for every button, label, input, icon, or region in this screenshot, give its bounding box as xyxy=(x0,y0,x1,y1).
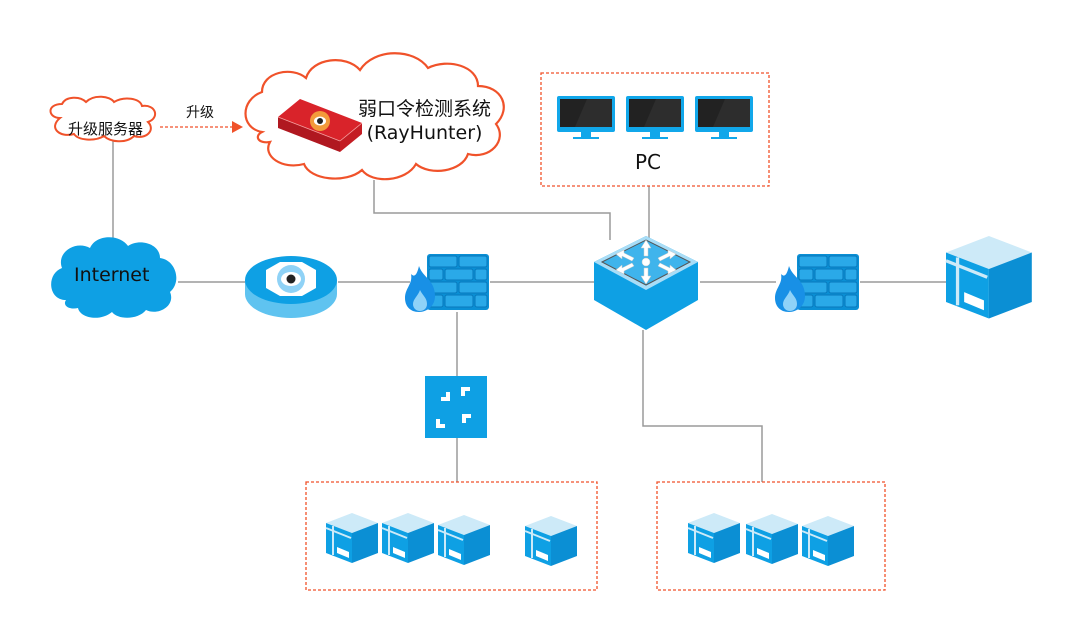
upgrade-server-label: 升级服务器 xyxy=(68,120,144,138)
pc-group-label: PC xyxy=(635,150,662,174)
connection-lines xyxy=(112,138,948,482)
firewall-left-icon[interactable] xyxy=(404,253,490,313)
server-cube-icon[interactable] xyxy=(524,515,578,567)
pc-monitor-icon[interactable] xyxy=(557,96,615,139)
line-switch-servers xyxy=(642,330,763,482)
rayhunter-name: 弱口令检测系统 xyxy=(358,98,492,120)
upgrade-arrow-label: 升级 xyxy=(186,105,214,121)
upgrade-server-cloud-icon[interactable] xyxy=(49,95,157,143)
server-cube-icon[interactable] xyxy=(801,515,855,567)
rayhunter-subtitle: (RayHunter) xyxy=(366,122,483,144)
server-cube-icon[interactable] xyxy=(381,512,435,564)
server-cube-icon[interactable] xyxy=(437,514,491,566)
internet-cloud-icon[interactable] xyxy=(51,237,177,318)
server-right-icon[interactable] xyxy=(944,234,1034,321)
access-switch-icon[interactable] xyxy=(425,376,487,438)
internet-label: Internet xyxy=(74,264,150,286)
server-group-left-box xyxy=(305,481,598,591)
upgrade-arrow-icon xyxy=(232,121,243,133)
firewall-right-icon[interactable] xyxy=(774,253,860,313)
pc-monitor-icon[interactable] xyxy=(626,96,684,139)
server-cube-icon[interactable] xyxy=(745,513,799,565)
eye-monitor-device-icon[interactable] xyxy=(245,256,337,318)
rayhunter-appliance-icon[interactable] xyxy=(277,99,363,152)
core-switch-icon[interactable] xyxy=(594,236,698,330)
pc-monitor-icon[interactable] xyxy=(695,96,753,139)
server-cube-icon[interactable] xyxy=(687,512,741,564)
server-group-right-box xyxy=(656,481,886,591)
line-rayhunter-switch xyxy=(373,180,611,240)
pc-group-box xyxy=(540,72,770,187)
rayhunter-cloud-icon xyxy=(244,52,505,181)
rayhunter-label: 弱口令检测系统 (RayHunter) xyxy=(358,97,491,145)
server-cube-icon[interactable] xyxy=(325,512,379,564)
